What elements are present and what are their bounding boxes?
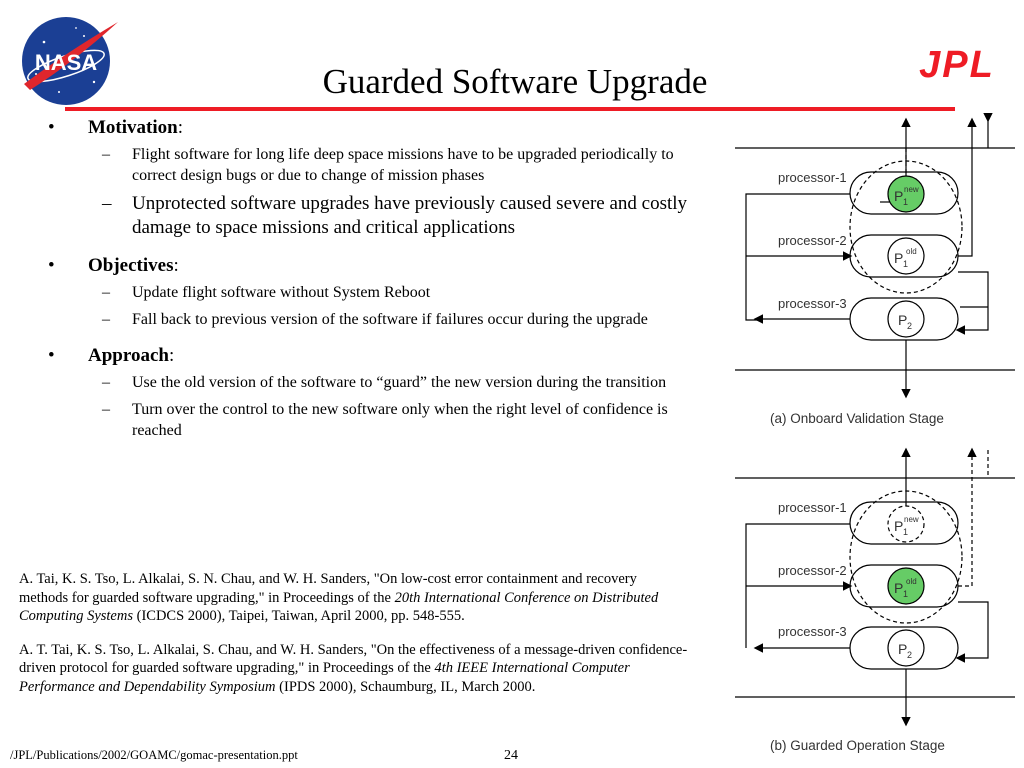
arrow xyxy=(955,271,989,335)
bullet-heading: Objectives xyxy=(88,255,174,276)
sub-bullet: – Turn over the control to the new softw… xyxy=(48,399,698,441)
bullet-approach: • Approach: xyxy=(48,344,698,368)
sub-bullet: – Flight software for long life deep spa… xyxy=(48,144,698,186)
nasa-logo-text: NASA xyxy=(35,50,97,75)
node-sub: 1 xyxy=(903,259,908,269)
sub-bullet-text: Fall back to previous version of the sof… xyxy=(132,311,648,328)
bullet-content: • Motivation: – Flight software for long… xyxy=(48,116,698,455)
node-p1-old xyxy=(887,567,925,605)
processor-label: processor-2 xyxy=(778,233,847,248)
node-sub: 1 xyxy=(903,527,908,537)
processor-label: processor-1 xyxy=(778,170,847,185)
node-sub: 1 xyxy=(903,589,908,599)
footer-path: /JPL/Publications/2002/GOAMC/gomac-prese… xyxy=(10,748,298,762)
arrow xyxy=(955,601,989,663)
sub-bullet-dash: – xyxy=(102,284,110,301)
node-p2 xyxy=(887,629,925,667)
stage-a xyxy=(735,112,1015,399)
arrow xyxy=(958,447,977,587)
bullet-colon: : xyxy=(173,255,179,276)
reference-1: A. Tai, K. S. Tso, L. Alkalai, S. N. Cha… xyxy=(19,570,689,626)
jpl-logo-text: JPL xyxy=(919,44,995,84)
bullet-dot: • xyxy=(48,255,55,276)
reference-venue: 4th IEEE International Computer Performa… xyxy=(19,660,630,695)
bullet-dot: • xyxy=(48,117,55,138)
node-sup: new xyxy=(904,185,919,194)
sub-bullet-text: Update flight software without System Re… xyxy=(132,284,431,301)
bullet-dot: • xyxy=(48,345,55,366)
sub-bullet: – Use the old version of the software to… xyxy=(48,372,698,393)
node-label: P xyxy=(894,250,903,266)
processor-label: processor-2 xyxy=(778,563,847,578)
sub-bullet-text: Turn over the control to the new softwar… xyxy=(132,401,668,439)
sub-bullet-text: Use the old version of the software to “… xyxy=(132,374,667,391)
arrow xyxy=(745,523,850,648)
sub-bullet: – Unprotected software upgrades have pre… xyxy=(48,192,698,240)
arrow xyxy=(745,193,850,321)
reference-venue: 20th International Conference on Distrib… xyxy=(19,589,659,625)
references: A. Tai, K. S. Tso, L. Alkalai, S. N. Cha… xyxy=(19,570,689,711)
section-motivation: • Motivation: – Flight software for long… xyxy=(48,116,698,240)
node-sub: 2 xyxy=(907,321,912,331)
jpl-logo: JPL xyxy=(919,44,995,84)
sub-bullet-dash: – xyxy=(102,311,110,328)
node-sub: 1 xyxy=(903,197,908,207)
title-rule xyxy=(65,107,955,111)
sub-bullet: – Fall back to previous version of the s… xyxy=(48,309,698,330)
processor-label: processor-3 xyxy=(778,296,847,311)
sub-bullet-text: Flight software for long life deep space… xyxy=(132,146,674,184)
sub-bullet-dash: – xyxy=(102,146,110,163)
sub-bullet: – Update flight software without System … xyxy=(48,282,698,303)
reference-2: A. T. Tai, K. S. Tso, L. Alkalai, S. Cha… xyxy=(19,641,689,697)
section-approach: • Approach: – Use the old version of the… xyxy=(48,344,698,441)
node-label: P xyxy=(894,518,903,534)
node-label: P xyxy=(898,641,907,657)
arrow xyxy=(958,117,977,257)
node-label: P xyxy=(894,188,903,204)
node-p2 xyxy=(887,300,925,338)
bullet-objectives: • Objectives: xyxy=(48,254,698,278)
sub-bullet-dash: – xyxy=(102,374,110,391)
processor-label: processor-3 xyxy=(778,624,847,639)
node-label: P xyxy=(898,312,907,328)
processor-box xyxy=(849,171,959,215)
processor-box xyxy=(849,501,959,545)
reference-text: A. T. Tai, K. S. Tso, L. Alkalai, S. Cha… xyxy=(19,641,688,677)
bullet-motivation: • Motivation: xyxy=(48,116,698,140)
sub-bullet-dash: – xyxy=(102,401,110,418)
processor-label: processor-1 xyxy=(778,500,847,515)
stage-caption: (b) Guarded Operation Stage xyxy=(770,738,945,753)
node-sup: new xyxy=(904,515,919,524)
node-sup: old xyxy=(906,247,917,256)
sub-bullet-text: Unprotected software upgrades have previ… xyxy=(132,193,688,238)
node-sup: old xyxy=(906,577,917,586)
upgrade-diagram: processor-1 processor-2 processor-3 P ne… xyxy=(735,112,1015,753)
node-label: P xyxy=(894,580,903,596)
reference-text: (IPDS 2000), Schaumburg, IL, March 2000. xyxy=(275,678,536,695)
page-number: 24 xyxy=(504,748,518,763)
stage-caption: (a) Onboard Validation Stage xyxy=(770,411,944,426)
reference-text: (ICDCS 2000), Taipei, Taiwan, April 2000… xyxy=(132,608,465,624)
node-p1-old xyxy=(887,237,925,275)
bullet-heading: Approach xyxy=(88,345,169,366)
stage-b xyxy=(735,447,1015,727)
bullet-heading: Motivation xyxy=(88,117,178,138)
sub-bullet-dash: – xyxy=(102,193,112,214)
bullet-colon: : xyxy=(168,345,175,366)
bullet-colon: : xyxy=(177,117,183,138)
page-title: Guarded Software Upgrade xyxy=(322,62,708,101)
nasa-logo: NASA xyxy=(22,17,118,105)
section-objectives: • Objectives: – Update flight software w… xyxy=(48,254,698,330)
node-sub: 2 xyxy=(907,650,912,660)
reference-text: A. Tai, K. S. Tso, L. Alkalai, S. N. Cha… xyxy=(19,571,637,606)
